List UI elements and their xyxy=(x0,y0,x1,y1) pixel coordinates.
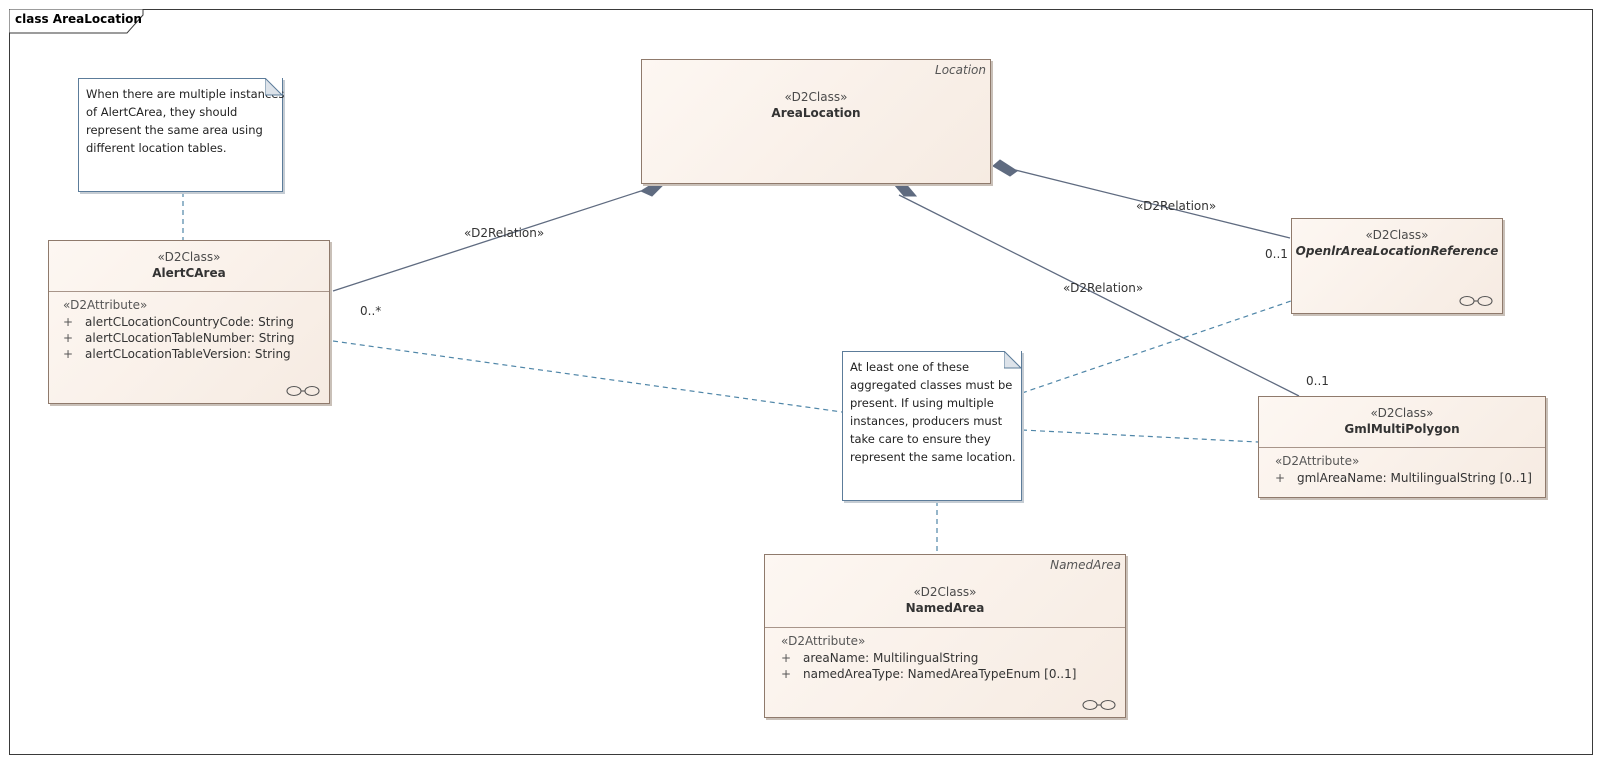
class-gml-multi-polygon[interactable]: «D2Class» GmlMultiPolygon «D2Attribute» … xyxy=(1258,396,1546,498)
attribute-row: +alertCLocationCountryCode: String xyxy=(63,315,294,329)
class-openlr-area-location-reference[interactable]: «D2Class» OpenlrAreaLocationReference xyxy=(1291,218,1503,314)
note-text-line: present. If using multiple xyxy=(850,396,994,410)
multiplicity-gml: 0..1 xyxy=(1306,374,1329,388)
linked-diagram-icon xyxy=(286,385,320,397)
attribute-stereotype: «D2Attribute» xyxy=(781,634,866,648)
note-text-line: different location tables. xyxy=(86,141,227,155)
class-name: OpenlrAreaLocationReference xyxy=(1295,244,1499,258)
note-link-center-alert xyxy=(332,340,843,413)
note-fold-icon xyxy=(265,78,283,96)
relation-label-gml: «D2Relation» xyxy=(1063,281,1144,295)
note-link-center-gml xyxy=(1021,429,1259,443)
diagram-frame xyxy=(9,9,1593,755)
relation-label-alert: «D2Relation» xyxy=(464,226,545,240)
class-alert-c-area[interactable]: «D2Class» AlertCArea «D2Attribute» +aler… xyxy=(48,240,330,404)
class-stereotype: «D2Class» xyxy=(1365,228,1429,242)
attribute-row: +alertCLocationTableVersion: String xyxy=(63,347,291,361)
multiplicity-openlr: 0..1 xyxy=(1265,247,1288,261)
multiplicity-alert: 0..* xyxy=(360,304,382,318)
class-name: AreaLocation xyxy=(771,106,861,120)
parent-name: Location xyxy=(935,63,986,77)
attribute-row: +gmlAreaName: MultilingualString [0..1] xyxy=(1275,471,1532,485)
relation-gml-line xyxy=(898,194,1300,397)
note-link-center-openlr xyxy=(1021,300,1292,394)
note-text-line: At least one of these xyxy=(850,360,970,374)
note-text-line: instances, producers must xyxy=(850,414,1003,428)
attribute-row: +areaName: MultilingualString xyxy=(781,651,979,665)
composition-diamond-openlr xyxy=(992,159,1018,177)
class-stereotype: «D2Class» xyxy=(913,585,977,599)
attribute-stereotype: «D2Attribute» xyxy=(1275,454,1360,468)
composition-diamond-alert xyxy=(639,182,667,197)
relation-openlr-line xyxy=(1006,167,1291,239)
class-stereotype: «D2Class» xyxy=(1370,406,1434,420)
note-text-line: take care to ensure they xyxy=(850,432,991,446)
note-fold-icon xyxy=(1004,351,1022,369)
relation-alert-line xyxy=(332,190,642,292)
linked-diagram-icon xyxy=(1459,295,1493,307)
note-text-line: aggregated classes must be xyxy=(850,378,1013,392)
note-text-line: represent the same location. xyxy=(850,450,1016,464)
note-aggregated-classes[interactable]: At least one of these aggregated classes… xyxy=(842,351,1022,501)
note-text-line: of AlertCArea, they should xyxy=(86,105,238,119)
class-name: GmlMultiPolygon xyxy=(1344,422,1460,436)
class-name: NamedArea xyxy=(905,601,985,615)
linked-diagram-icon xyxy=(1082,699,1116,711)
note-text-line: When there are multiple instances xyxy=(86,87,285,101)
class-stereotype: «D2Class» xyxy=(784,90,848,104)
class-area-location[interactable]: Location «D2Class» AreaLocation xyxy=(641,59,991,184)
note-alert-c-area[interactable]: When there are multiple instances of Ale… xyxy=(78,78,285,192)
note-text-line: represent the same area using xyxy=(86,123,263,137)
frame-tab xyxy=(9,9,144,34)
relation-label-openlr: «D2Relation» xyxy=(1136,199,1217,213)
class-named-area[interactable]: NamedArea «D2Class» NamedArea «D2Attribu… xyxy=(764,554,1126,718)
class-name: AlertCArea xyxy=(152,266,226,280)
composition-diamond-gml xyxy=(891,182,918,197)
attribute-row: +namedAreaType: NamedAreaTypeEnum [0..1] xyxy=(781,667,1077,681)
class-stereotype: «D2Class» xyxy=(157,250,221,264)
frame-title: class AreaLocation xyxy=(15,12,142,26)
attribute-stereotype: «D2Attribute» xyxy=(63,298,148,312)
attribute-row: +alertCLocationTableNumber: String xyxy=(63,331,295,345)
parent-name: NamedArea xyxy=(1050,558,1121,572)
